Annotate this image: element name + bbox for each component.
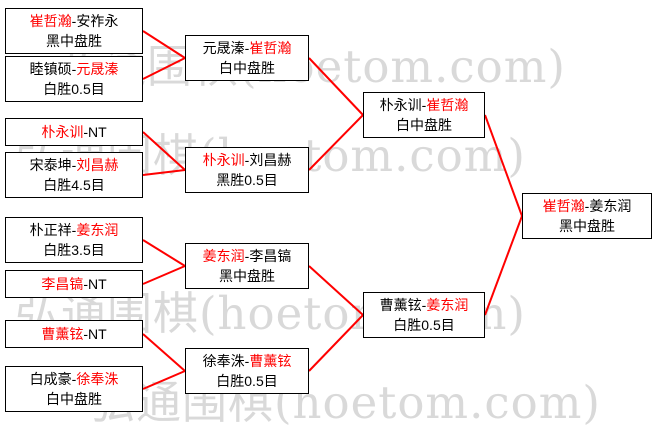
match-players: 睦镇硕-元晟溱	[8, 59, 140, 79]
winner-name: 姜东润	[426, 297, 469, 313]
match-result: 白胜0.5目	[216, 373, 278, 389]
player-name: -NT	[83, 326, 107, 342]
player-name: -刘昌赫	[244, 152, 292, 168]
match-box-round2-4: 徐奉洙-曹薰铉 白胜0.5目	[185, 348, 309, 394]
match-result: 黑中盘胜	[46, 33, 102, 49]
winner-name: 姜东润	[76, 222, 119, 238]
match-players: 徐奉洙-曹薰铉	[188, 351, 306, 371]
player-name: 宋泰坤-	[29, 157, 77, 173]
player-name: 元晟溱-	[202, 40, 250, 56]
match-players: 朴正祥-姜东润	[8, 220, 140, 240]
winner-name: 崔哲瀚	[249, 40, 292, 56]
connector-line	[142, 370, 186, 390]
match-players: 曹薰铉-NT	[8, 324, 140, 344]
match-box-round1-4: 宋泰坤-刘昌赫 白胜4.5目	[5, 152, 143, 198]
watermark-text: 弘通围棋(hoetom.com)	[90, 376, 601, 429]
match-box-round1-7: 曹薰铉-NT	[5, 320, 143, 348]
match-box-semifinal-2: 曹薰铉-姜东润 白胜0.5目	[363, 292, 485, 338]
match-result: 白中盘胜	[46, 391, 102, 407]
match-box-round1-1: 崔哲瀚-安祚永 黑中盘胜	[5, 8, 143, 54]
winner-name: 朴永训	[202, 152, 245, 168]
match-players: 白成豪-徐奉洙	[8, 369, 140, 389]
player-name: 徐奉洙-	[202, 353, 250, 369]
winner-name: 崔哲瀚	[426, 97, 469, 113]
match-result: 白胜4.5目	[43, 177, 105, 193]
connector-line	[142, 131, 186, 171]
connector-line	[308, 57, 364, 116]
connector-line	[142, 333, 186, 372]
player-name: 曹薰铉-	[379, 297, 427, 313]
connector-line	[142, 30, 186, 59]
match-players: 朴永训-NT	[8, 122, 140, 142]
match-box-round1-2: 睦镇硕-元晟溱 白胜0.5目	[5, 56, 143, 102]
player-name: 朴正祥-	[29, 222, 77, 238]
match-players: 朴永训-崔哲瀚	[366, 95, 482, 115]
match-result: 白胜0.5目	[393, 317, 455, 333]
match-players: 宋泰坤-刘昌赫	[8, 155, 140, 175]
match-box-round1-6: 李昌镐-NT	[5, 270, 143, 298]
match-box-round1-3: 朴永训-NT	[5, 118, 143, 146]
match-box-semifinal-1: 朴永训-崔哲瀚 白中盘胜	[363, 92, 485, 138]
winner-name: 曹薰铉	[41, 326, 84, 342]
match-box-final: 崔哲瀚-姜东润 黑中盘胜	[522, 193, 652, 239]
winner-name: 元晟溱	[76, 61, 119, 77]
player-name: -NT	[83, 276, 107, 292]
player-name: -安祚永	[71, 13, 119, 29]
connector-line	[142, 57, 186, 80]
match-result: 黑胜0.5目	[216, 172, 278, 188]
match-box-round1-8: 白成豪-徐奉洙 白中盘胜	[5, 366, 143, 412]
player-name: 朴永训-	[379, 97, 427, 113]
match-players: 崔哲瀚-安祚永	[8, 11, 140, 31]
connector-line	[308, 265, 364, 316]
connector-line	[142, 265, 186, 285]
match-result: 白中盘胜	[219, 60, 275, 76]
winner-name: 朴永训	[41, 124, 84, 140]
match-players: 崔哲瀚-姜东润	[525, 196, 649, 216]
match-players: 曹薰铉-姜东润	[366, 295, 482, 315]
match-box-round2-1: 元晟溱-崔哲瀚 白中盘胜	[185, 35, 309, 81]
winner-name: 徐奉洙	[76, 371, 119, 387]
player-name: -NT	[83, 124, 107, 140]
player-name: 睦镇硕-	[29, 61, 77, 77]
match-box-round2-2: 朴永训-刘昌赫 黑胜0.5目	[185, 147, 309, 193]
player-name: -姜东润	[584, 198, 632, 214]
winner-name: 刘昌赫	[76, 157, 119, 173]
winner-name: 崔哲瀚	[29, 13, 72, 29]
connector-line	[142, 169, 186, 176]
player-name: 白成豪-	[29, 371, 77, 387]
winner-name: 曹薰铉	[249, 353, 292, 369]
winner-name: 李昌镐	[41, 276, 84, 292]
connector-line	[308, 314, 364, 372]
match-result: 黑中盘胜	[219, 268, 275, 284]
match-result: 白胜3.5目	[43, 242, 105, 258]
match-box-round2-3: 姜东润-李昌镐 黑中盘胜	[185, 243, 309, 289]
match-result: 白中盘胜	[396, 117, 452, 133]
player-name: -李昌镐	[244, 248, 292, 264]
match-players: 姜东润-李昌镐	[188, 246, 306, 266]
match-players: 元晟溱-崔哲瀚	[188, 38, 306, 58]
connector-line	[142, 239, 186, 267]
match-result: 白胜0.5目	[43, 81, 105, 97]
match-box-round1-5: 朴正祥-姜东润 白胜3.5目	[5, 217, 143, 263]
connector-line	[308, 114, 364, 171]
winner-name: 姜东润	[202, 248, 245, 264]
match-players: 朴永训-刘昌赫	[188, 150, 306, 170]
match-players: 李昌镐-NT	[8, 274, 140, 294]
connector-line	[484, 215, 523, 316]
connector-line	[484, 114, 523, 217]
match-result: 黑中盘胜	[559, 218, 615, 234]
winner-name: 崔哲瀚	[542, 198, 585, 214]
